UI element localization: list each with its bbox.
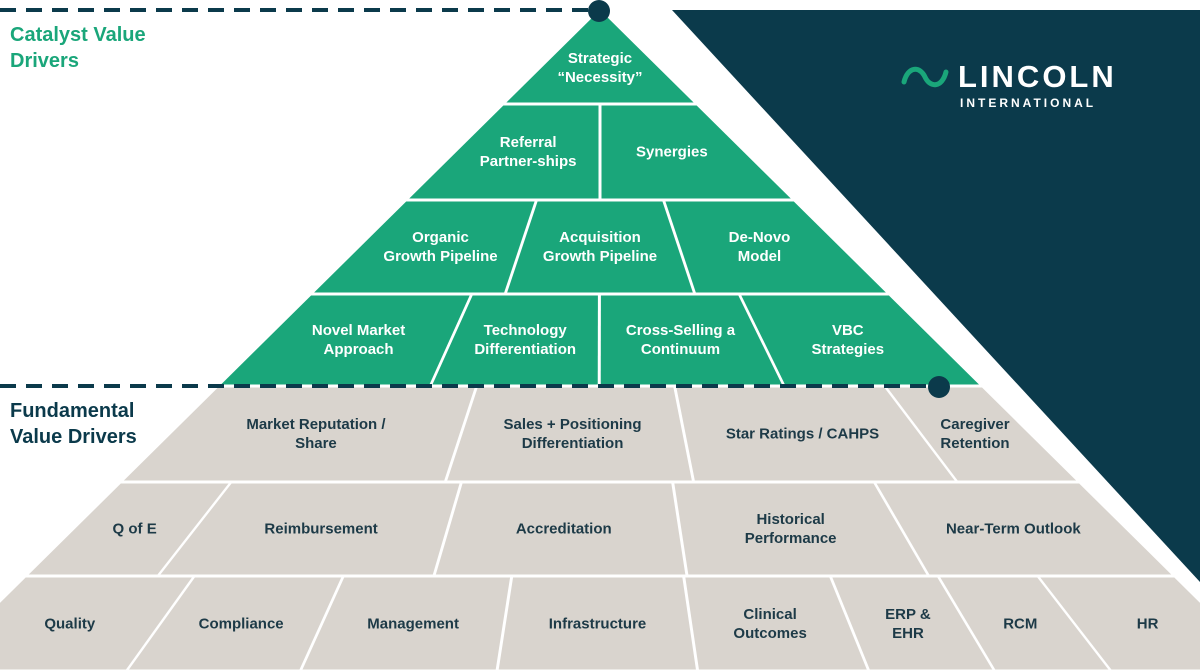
catalyst-label-r2-c2: Synergies	[635, 143, 708, 161]
fundamental-block-r1-c2	[447, 387, 692, 481]
fundamental-value-drivers-title: Fundamental Value Drivers	[10, 400, 137, 448]
fundamental-block-r3-c2	[128, 577, 342, 670]
fundamental-label-r3-c3: Management	[367, 615, 459, 632]
fundamental-label-r3-c7: RCM	[1003, 615, 1038, 632]
fundamental-label-r3-c4: Infrastructure	[548, 615, 647, 632]
fundamental-label-r1-c1: Market Reputation / Share	[246, 416, 386, 452]
fundamental-block-r3-c5	[685, 577, 867, 670]
fundamental-block-r3-c7	[940, 577, 1109, 670]
catalyst-block-r1-c1	[506, 10, 694, 103]
fundamental-label-r3-c2: Compliance	[198, 615, 284, 632]
catalyst-label-r4-c1: Novel Market Approach	[311, 322, 406, 358]
fundamental-block-r1-c4	[887, 387, 1077, 481]
fundamental-label-r3-c5: Clinical Outcomes	[733, 605, 807, 642]
catalyst-label-r3-c1: Organic Growth Pipeline	[383, 229, 498, 265]
fundamental-block-r3-c1	[0, 577, 192, 670]
catalyst-block-r2-c2	[601, 105, 791, 199]
catalyst-block-r4-c2	[432, 295, 598, 385]
logo-subtitle: INTERNATIONAL	[960, 96, 1097, 110]
fundamental-label-r2-c5: Near-Term Outlook	[945, 520, 1081, 538]
fundamental-block-r3-c6	[832, 577, 993, 670]
fundamental-label-r1-c4: Caregiver Retention	[940, 416, 1010, 452]
navy-corner-triangle	[672, 10, 1200, 582]
catalyst-block-r4-c1	[221, 295, 470, 385]
catalyst-block-r3-c3	[665, 201, 886, 293]
fundamental-block-r3-c8	[1040, 577, 1200, 670]
fundamental-label-r2-c2: Reimbursement	[264, 520, 378, 538]
fundamental-label-r1-c2: Sales + Positioning Differentiation	[503, 416, 642, 452]
fundamental-block-r1-c3	[676, 387, 955, 481]
fundamental-block-r2-c1	[28, 483, 229, 575]
fundamental-label-r3-c6: ERP & EHR	[885, 605, 931, 642]
catalyst-label-r2-c1: Referral Partner-ships	[479, 134, 577, 170]
catalyst-block-r3-c2	[507, 201, 693, 293]
fundamental-label-r3-c8: HR	[1136, 615, 1159, 632]
fundamental-label-r2-c1: Q of E	[112, 520, 157, 538]
catalyst-label-r3-c2: Acquisition Growth Pipeline	[542, 229, 658, 265]
fundamental-block-r2-c3	[435, 483, 686, 575]
catalyst-value-drivers-title: Catalyst Value Drivers	[10, 24, 146, 72]
fundamental-label-r3-c1: Quality	[44, 615, 96, 632]
catalyst-block-r4-c4	[741, 295, 979, 385]
fundamental-block-r3-c3	[302, 577, 511, 670]
logo-wordmark: LINCOLN	[958, 59, 1117, 94]
fundamental-label-r2-c3: Accreditation	[515, 520, 612, 538]
catalyst-label-r4-c3: Cross-Selling a Continuum	[625, 322, 736, 358]
fundamental-block-r2-c5	[876, 483, 1172, 575]
catalyst-label-r4-c2: Technology Differentiation	[474, 322, 577, 358]
lincoln-international-logo: LINCOLN INTERNATIONAL	[900, 60, 1160, 115]
lincoln-wave-icon	[901, 66, 949, 88]
apex-dot	[588, 0, 610, 22]
divider-dot	[928, 376, 950, 398]
catalyst-block-r4-c3	[600, 295, 782, 385]
fundamental-block-r2-c2	[160, 483, 460, 575]
fundamental-label-r1-c3: Star Ratings / CAHPS	[725, 425, 880, 443]
catalyst-block-r2-c1	[409, 105, 599, 199]
catalyst-block-r3-c1	[314, 201, 535, 293]
catalyst-label-r4-c4: VBC Strategies	[811, 322, 885, 358]
catalyst-label-r3-c3: De-Novo Model	[728, 229, 791, 265]
fundamental-label-r2-c4: Historical Performance	[744, 511, 837, 547]
catalyst-label-r1-c1: Strategic “Necessity”	[557, 50, 643, 87]
fundamental-block-r3-c4	[498, 577, 696, 670]
fundamental-block-r2-c4	[674, 483, 927, 575]
fundamental-block-r1-c1	[123, 387, 475, 481]
